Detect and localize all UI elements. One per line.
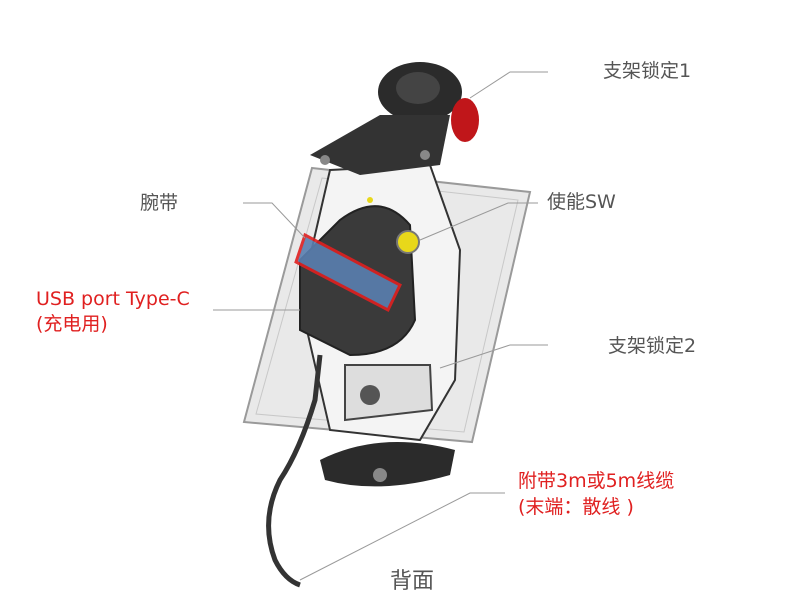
leader-line-cable — [299, 492, 505, 581]
bracket-lock-2 — [344, 364, 434, 422]
cable — [266, 354, 323, 588]
callout-usb-port: USB port Type-C — [36, 288, 190, 310]
callout-usb-port-note: (充电用) — [36, 313, 108, 335]
callout-wrist-strap: 腕带 — [140, 192, 179, 214]
leader-line-lock-1 — [469, 71, 548, 99]
wrist-strap-highlight — [294, 232, 402, 313]
callout-bracket-lock-1: 支架锁定1 — [603, 60, 692, 82]
callout-cable-note: (末端：散线 ) — [518, 496, 634, 518]
enable-switch — [396, 230, 420, 254]
leader-line-wrist-strap — [243, 202, 306, 239]
callout-cable: 附带3m或5m线缆 — [518, 470, 675, 492]
leader-line-enable-switch — [419, 202, 538, 241]
callout-bracket-lock-2: 支架锁定2 — [608, 335, 697, 357]
view-caption: 背面 — [390, 569, 435, 594]
callout-enable-switch: 使能SW — [547, 191, 616, 213]
leader-line-lock-2 — [439, 344, 548, 369]
